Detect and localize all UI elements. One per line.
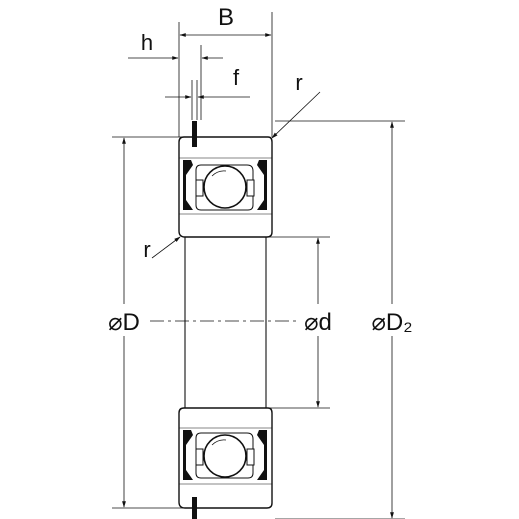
- dimension-r-top: r: [271, 70, 321, 139]
- ball-top: [203, 165, 247, 209]
- label-D: ⌀D: [108, 309, 140, 336]
- label-r-top: r: [295, 70, 302, 95]
- seal-left-bottom: [183, 430, 204, 480]
- bearing-lower-section: [178, 407, 273, 519]
- snap-ring-top: [192, 121, 197, 147]
- bearing-upper-section: [178, 121, 273, 238]
- snap-ring-bottom: [192, 497, 197, 519]
- label-D2: ⌀D₂: [371, 309, 412, 336]
- dimension-D2: ⌀D₂: [275, 120, 424, 519]
- bore-outline: [184, 237, 267, 408]
- dimension-h: h: [128, 30, 223, 120]
- seal-right-top: [246, 160, 267, 210]
- ball-bottom: [203, 434, 247, 478]
- label-d: ⌀d: [304, 309, 332, 336]
- dimension-B: B: [178, 4, 273, 137]
- dimension-d: ⌀d: [266, 236, 342, 409]
- dimension-f: f: [165, 65, 250, 120]
- dimension-D: ⌀D: [100, 136, 185, 509]
- seal-left-top: [183, 160, 204, 210]
- label-B: B: [218, 4, 234, 31]
- label-r-left: r: [143, 237, 150, 262]
- label-h: h: [141, 30, 153, 55]
- label-f: f: [233, 65, 240, 90]
- dimension-r-left: r: [143, 236, 181, 262]
- seal-right-bottom: [246, 430, 267, 480]
